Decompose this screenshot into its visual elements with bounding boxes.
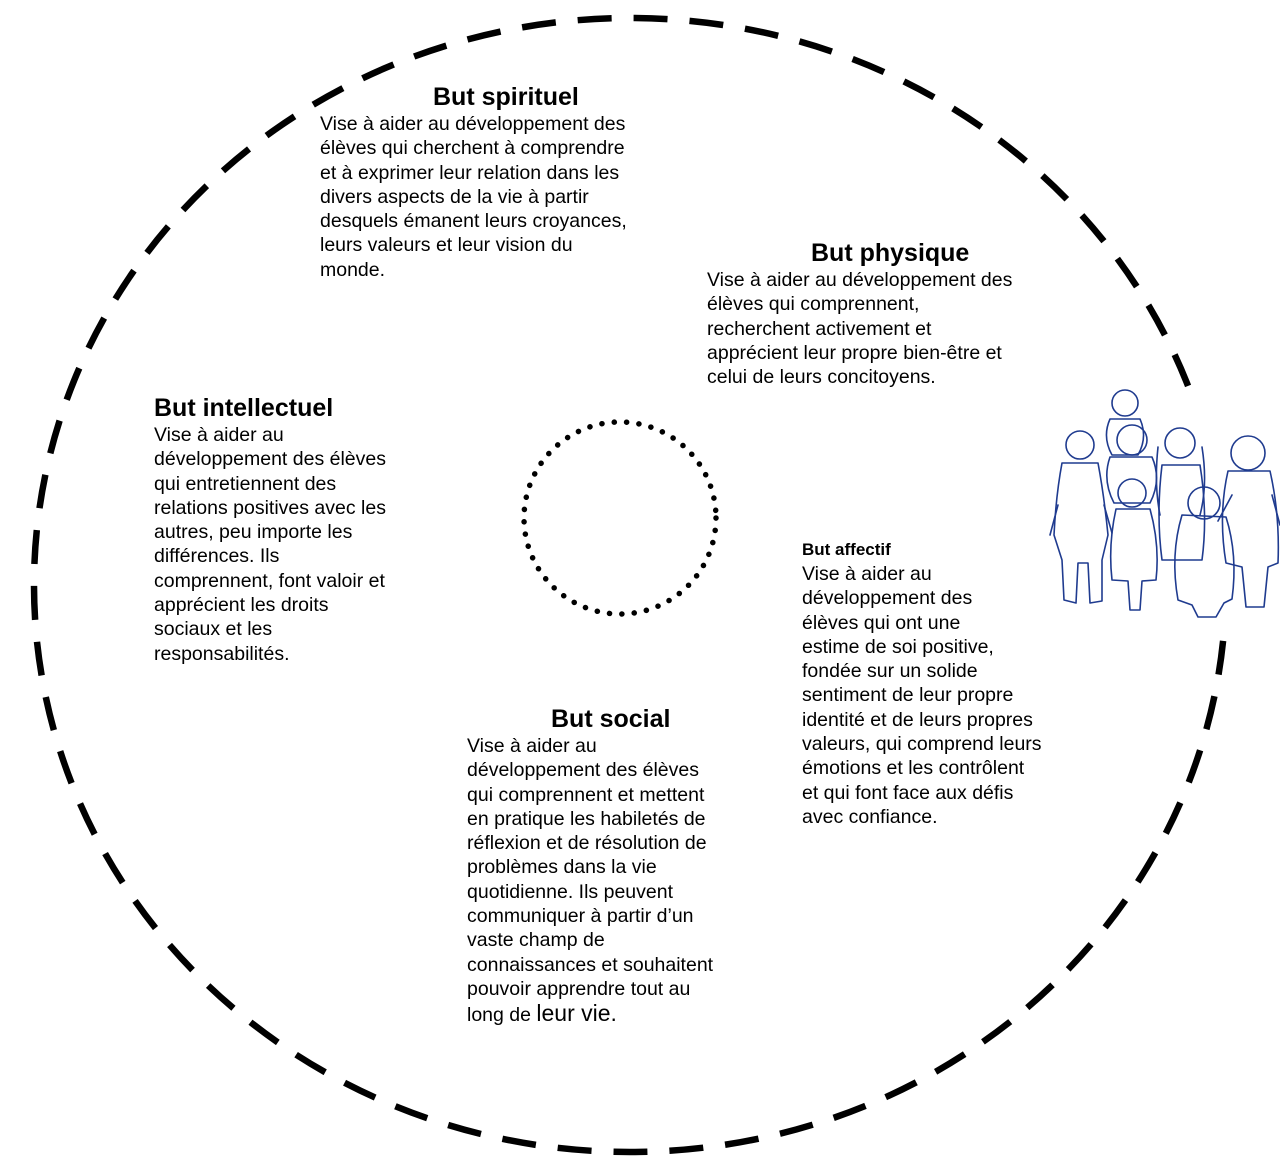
person-figure	[1105, 389, 1145, 456]
person-figure	[1155, 427, 1206, 561]
goal-social: But social Vise à aider au développement…	[467, 704, 787, 1028]
person-figure	[1174, 486, 1235, 618]
goal-physical-text: Vise à aider au développement des élèves…	[707, 269, 1013, 389]
goal-spiritual-text: Vise à aider au développement des élèves…	[320, 113, 627, 281]
goal-social-title: But social	[551, 705, 671, 733]
goal-affective-title: But affectif	[802, 540, 891, 559]
person-figure	[1109, 478, 1158, 611]
inner-dotted-circle	[521, 419, 719, 617]
goal-intellectual-title: But intellectuel	[154, 394, 334, 422]
person-figure	[1049, 430, 1113, 604]
goal-spiritual-title: But spirituel	[433, 83, 579, 111]
goal-social-text-main: Vise à aider au développement des élèves…	[467, 735, 714, 1027]
goal-physical: But physique Vise à aider au développeme…	[707, 238, 1097, 389]
goal-intellectual-text: Vise à aider au développement des élèves…	[154, 424, 386, 665]
goal-intellectual: But intellectuel Vise à aider au dévelop…	[154, 393, 454, 666]
goal-physical-title: But physique	[811, 239, 970, 267]
goal-affective-text: Vise à aider au développement des élèves…	[802, 563, 1042, 828]
goal-spiritual: But spirituel Vise à aider au développem…	[320, 82, 720, 282]
goal-affective: But affectif Vise à aider au développeme…	[802, 538, 1102, 829]
goal-social-text: Vise à aider au développement des élèves…	[467, 734, 787, 1028]
people-group-illustration	[1049, 389, 1280, 618]
person-figure	[1217, 435, 1280, 608]
person-figure	[1106, 424, 1158, 504]
goal-social-text-end: leur vie.	[536, 1000, 617, 1027]
